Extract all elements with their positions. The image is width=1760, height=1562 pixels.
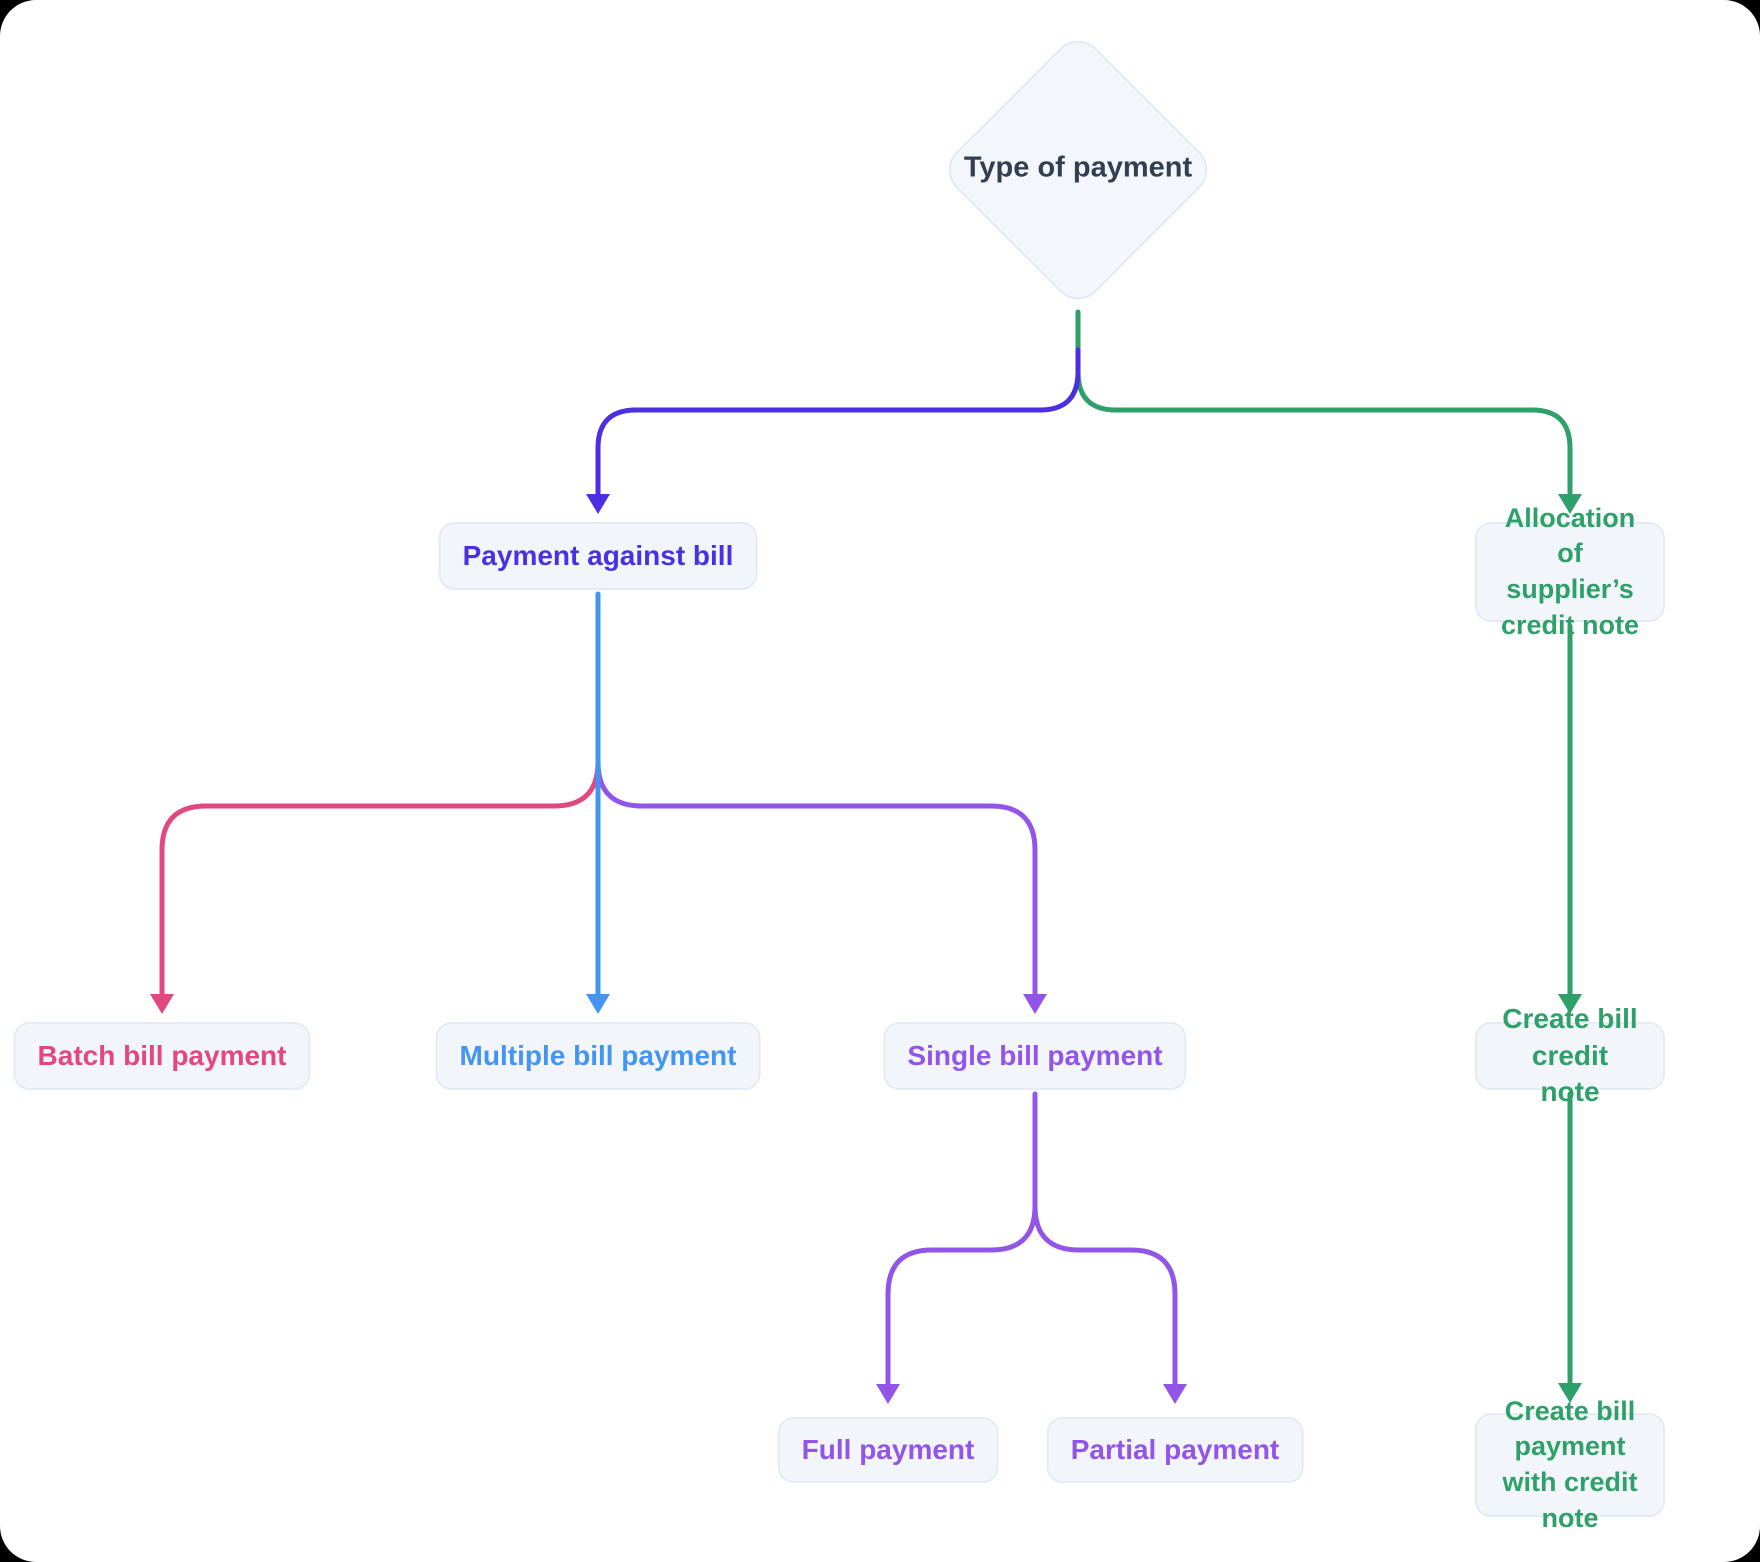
edge-single-to-full: [885, 1091, 1038, 1388]
node-batch-bill-payment: Batch bill payment: [13, 1022, 311, 1090]
arrowhead-create-payment: [1558, 1383, 1582, 1403]
node-create-bill-payment-with-credit-note: Create bill payment with credit note: [1475, 1396, 1665, 1533]
edge-root-to-payment-against-bill: [595, 347, 1081, 498]
arrowhead-partial-payment: [1163, 1384, 1187, 1404]
arrowhead-payment-against-bill: [586, 494, 610, 514]
node-create-bill-credit-note: Create bill credit note: [1475, 1003, 1665, 1107]
arrowhead-single: [1023, 994, 1047, 1014]
arrowhead-batch: [150, 994, 174, 1014]
arrowhead-multiple: [586, 994, 610, 1014]
node-single-bill-payment: Single bill payment: [883, 1022, 1187, 1090]
edge-root-to-allocation: [1075, 309, 1573, 498]
arrowhead-create-credit-note: [1558, 994, 1582, 1014]
node-full-payment: Full payment: [777, 1417, 999, 1483]
edge-payment-to-batch: [159, 759, 601, 998]
node-multiple-bill-payment: Multiple bill payment: [435, 1022, 761, 1090]
edge-single-to-partial: [1032, 1203, 1178, 1388]
arrowhead-allocation: [1558, 494, 1582, 514]
node-partial-payment: Partial payment: [1046, 1417, 1304, 1483]
arrowhead-full-payment: [876, 1384, 900, 1404]
decision-label: Type of payment: [963, 151, 1193, 184]
node-payment-against-bill: Payment against bill: [438, 522, 758, 590]
edge-payment-to-single: [595, 759, 1038, 998]
node-allocation-of-suppliers-credit-note: Allocation of supplier’s credit note: [1475, 503, 1665, 640]
